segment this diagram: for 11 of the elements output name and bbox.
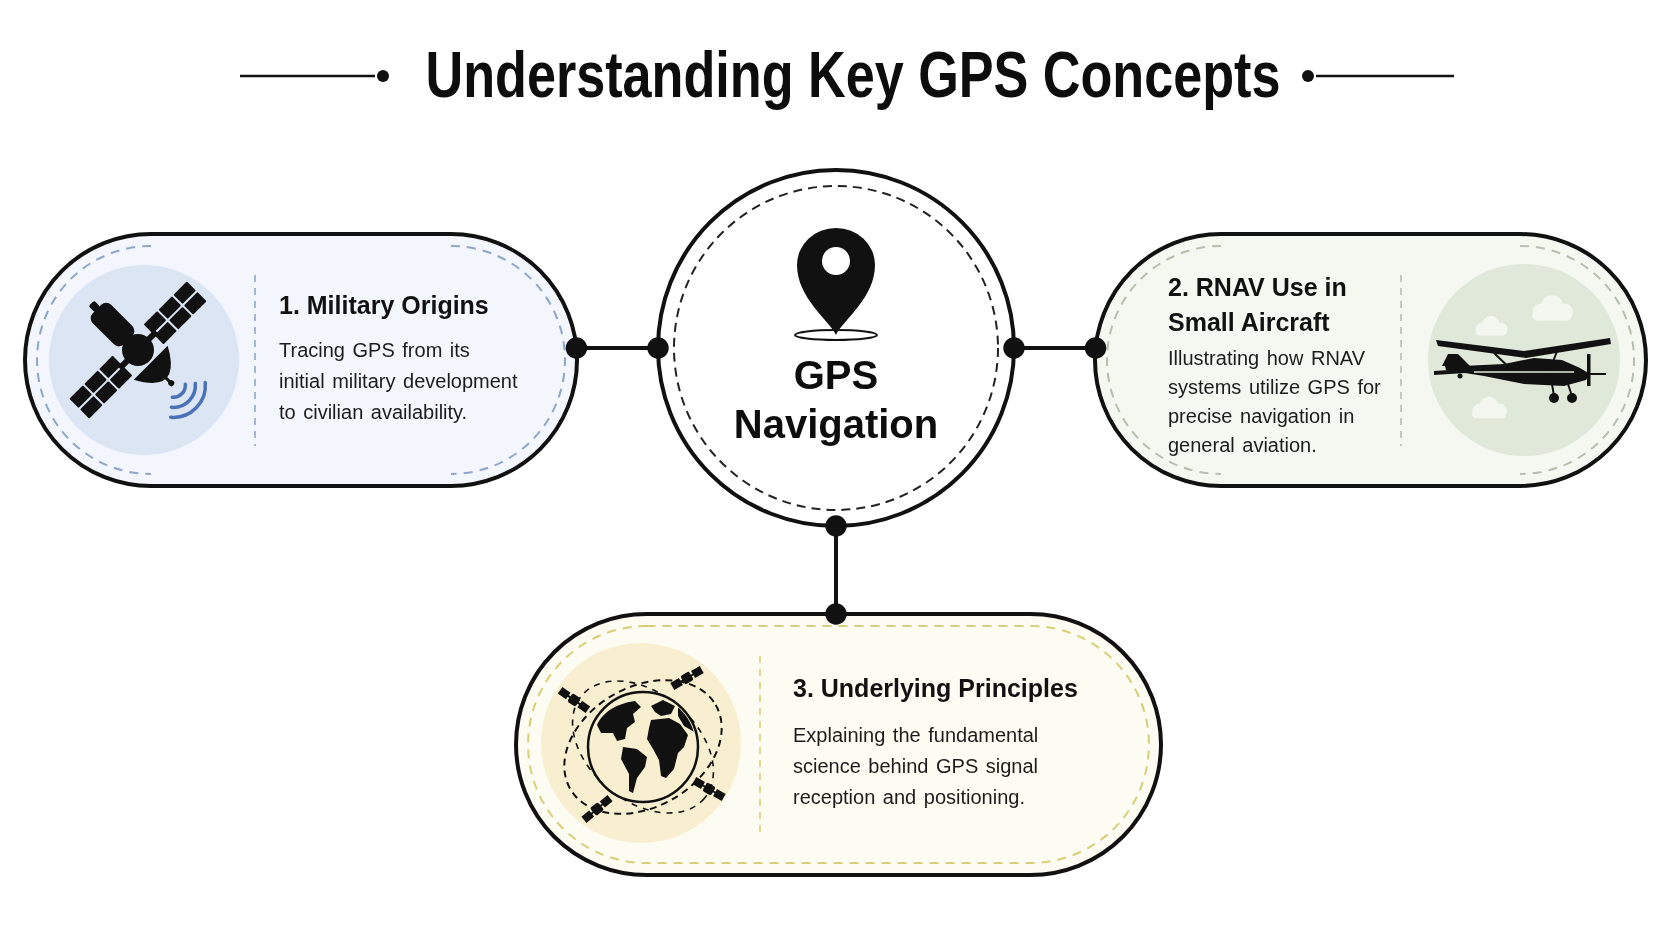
connector-line (565, 337, 669, 359)
hub-label: GPS Navigation (733, 352, 939, 448)
connector-line (1003, 337, 1107, 359)
card-description: Tracing GPS from its initial military development to civilian availability. (279, 338, 519, 425)
card-description: Illustrating how RNAV systems utilize GPS for precise navigation in general aviation. (1168, 346, 1382, 458)
connector-line (825, 515, 847, 625)
card-description: Explaining the fundamental science behind GPS signal reception and positioning. (793, 723, 1040, 810)
card-heading: 3. Underlying Principles (793, 673, 1079, 703)
title: Understanding Key GPS Concepts (425, 40, 1281, 110)
card-heading: 2. RNAV Use in Small Aircraft (1168, 272, 1348, 338)
card-heading: 1. Military Origins (279, 290, 490, 320)
